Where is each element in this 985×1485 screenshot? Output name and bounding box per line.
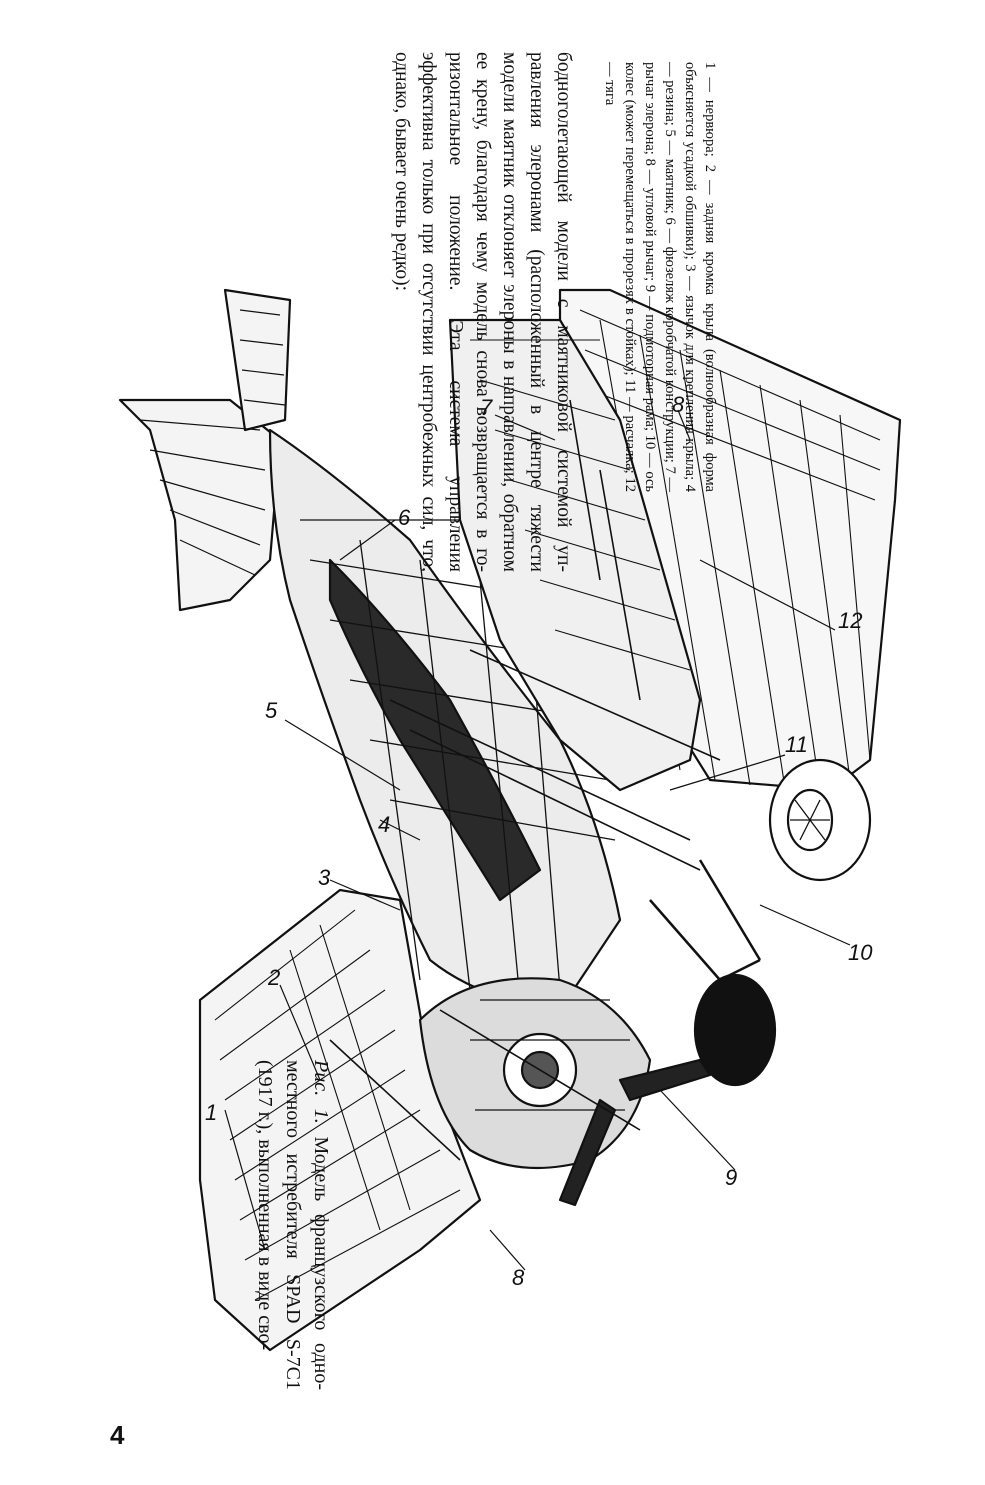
landing-gear	[649, 758, 872, 1087]
callout-6: 6	[398, 505, 411, 530]
caption-prefix: Рис. 1.	[310, 1060, 332, 1124]
callout-12: 12	[838, 608, 862, 633]
callout-5: 5	[265, 698, 278, 723]
left-wing	[198, 888, 482, 1352]
callout-7: 7	[480, 395, 493, 420]
lower-wing-right	[448, 318, 702, 792]
callout-10: 10	[848, 940, 873, 965]
fuselage	[268, 428, 622, 1012]
struts-rigging	[329, 399, 721, 1161]
figure-caption: Рис. 1. Модель французского одно­местног…	[251, 1060, 335, 1390]
callout-2: 2	[267, 965, 280, 990]
callout-8b: 8	[512, 1265, 525, 1290]
propeller	[558, 1058, 712, 1207]
callout-11: 11	[785, 732, 808, 757]
callout-3: 3	[318, 865, 331, 890]
legend-text: 1 — нервюра; 2 — зад­няя кромка крыла (в…	[602, 62, 718, 492]
callout-1: 1	[205, 1100, 217, 1125]
page-number: 4	[110, 1420, 125, 1450]
callout-9: 9	[725, 1165, 737, 1190]
callout-8a: 8	[672, 392, 685, 417]
callout-4: 4	[378, 812, 390, 837]
tail-unit	[118, 288, 292, 612]
body-text: бодного­летающей моде­ли с маятнико­вой …	[391, 52, 574, 572]
body-text-block: бодного­летающей моде­ли с маятнико­вой …	[388, 52, 577, 572]
figure-legend: 1 — нервюра; 2 — зад­няя кромка крыла (в…	[600, 62, 720, 492]
